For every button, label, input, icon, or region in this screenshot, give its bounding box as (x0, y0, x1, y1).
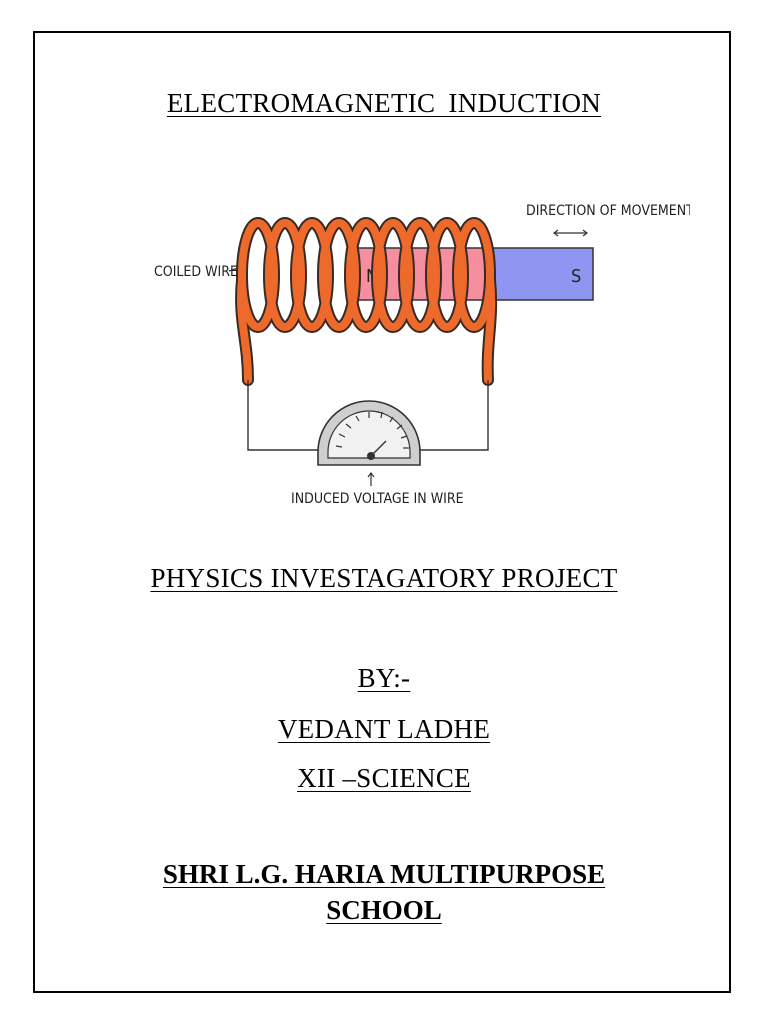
magnet-south-pole (484, 247, 594, 301)
electromagnetic-induction-diagram: N S (154, 203, 690, 507)
page-border (33, 31, 731, 993)
school-line-2: SCHOOL (0, 892, 768, 928)
up-arrow-icon (367, 472, 375, 486)
double-arrow-icon (553, 229, 588, 237)
school-name: SHRI L.G. HARIA MULTIPURPOSE SCHOOL (0, 856, 768, 928)
by-label: BY:- (0, 663, 768, 694)
coiled-wire-pointer (228, 267, 239, 272)
author-name: VEDANT LADHE (0, 714, 768, 745)
induced-voltage-label: INDUCED VOLTAGE IN WIRE (291, 491, 464, 507)
page-title-text: ELECTROMAGNETIC INDUCTION (166, 88, 602, 118)
class-label: XII –SCIENCE (0, 763, 768, 794)
coiled-wire (235, 217, 498, 386)
page-title: ELECTROMAGNETIC INDUCTION (0, 88, 768, 119)
school-line-1: SHRI L.G. HARIA MULTIPURPOSE (0, 856, 768, 892)
galvanometer-icon (317, 400, 421, 466)
project-title-text: PHYSICS INVESTAGATORY PROJECT (150, 563, 618, 593)
project-title: PHYSICS INVESTAGATORY PROJECT (0, 563, 768, 594)
author-name-text: VEDANT LADHE (277, 714, 491, 744)
direction-label: DIRECTION OF MOVEMENT (526, 203, 690, 219)
magnet-south-label: S (571, 266, 581, 287)
by-label-text: BY:- (357, 663, 411, 693)
coiled-wire-label: COILED WIRE (154, 264, 238, 280)
circuit-wire (247, 380, 489, 451)
class-label-text: XII –SCIENCE (297, 763, 471, 793)
school-line-2-text: SCHOOL (326, 895, 442, 925)
school-line-1-text: SHRI L.G. HARIA MULTIPURPOSE (162, 859, 606, 889)
